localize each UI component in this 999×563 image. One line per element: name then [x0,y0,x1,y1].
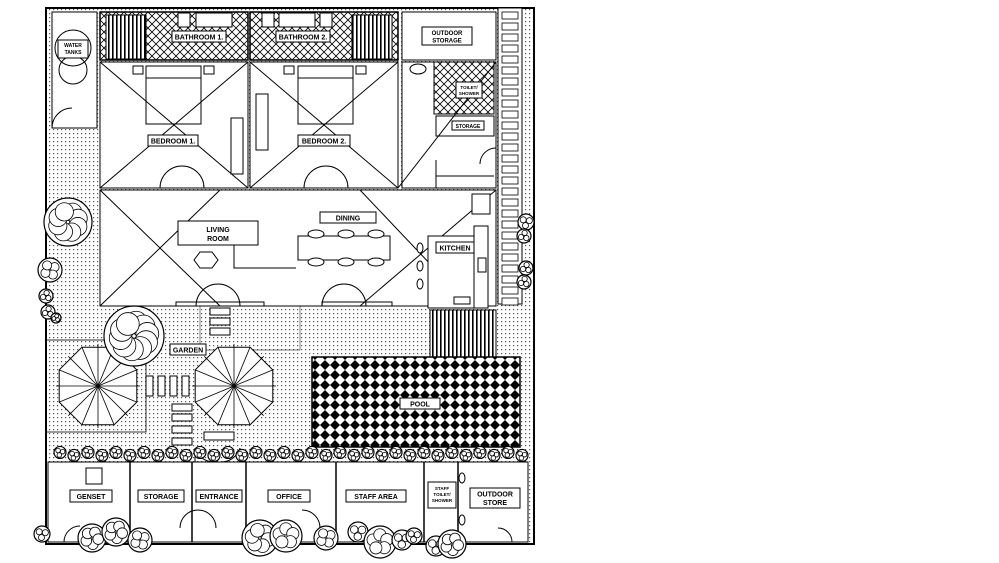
label-outdoor-store: OUTDOOR STORE [469,487,521,509]
staff-toilet-line1: STAFF [435,486,449,491]
label-storage-lower: STORAGE [137,489,185,503]
outdoor-store-line2: STORE [483,500,507,507]
label-toilet-shower: TOILET/ SHOWER [455,81,483,99]
storage-lower-label: STORAGE [144,494,179,501]
garden-shrubs [33,197,535,559]
garden-label: GARDEN [173,348,203,355]
staff-toilet-line2: TOILET/ [433,492,451,497]
storage-upper-label: STORAGE [456,124,481,130]
label-outdoor-storage: OUTDOOR STORAGE [421,26,473,46]
pool-deck [429,309,497,361]
living-room-line1: LIVING [206,227,230,234]
bathroom-1-label: BATHROOM 1. [175,35,224,42]
staff-area-label: STAFF AREA [354,494,398,501]
garden-umbrella-right [192,344,276,428]
room-labels: WATER TANKS BATHROOM 1. BATHROOM 2. OUTD… [57,26,521,509]
bathroom-2-label: BATHROOM 2. [279,35,328,42]
label-storage-upper: STORAGE [451,120,485,131]
dining-label: DINING [336,216,361,223]
label-bathroom-1: BATHROOM 1. [171,30,227,43]
living-room-line2: ROOM [207,236,229,243]
label-kitchen: KITCHEN [435,241,475,254]
bedroom-1 [99,61,249,189]
bedroom-2 [249,61,399,189]
water-tanks-line1: WATER [64,43,82,49]
label-staff-toilet-shower: STAFF TOILET/ SHOWER [427,481,457,509]
water-tanks-area [51,11,98,129]
stepping-stones [145,307,235,446]
label-staff-area: STAFF AREA [345,489,407,503]
label-bedroom-1: BEDROOM 1. [147,134,199,147]
bathroom-2 [249,11,399,61]
toilet-shower-line2: SHOWER [459,91,480,96]
label-bathroom-2: BATHROOM 2. [275,30,331,43]
label-living-room: LIVING ROOM [206,227,230,243]
label-genset: GENSET [69,489,113,503]
label-office: OFFICE [267,489,311,503]
label-pool: POOL [399,397,441,410]
label-bedroom-2: BEDROOM 2. [297,134,351,147]
genset-label: GENSET [77,494,107,501]
bedroom-1-label: BEDROOM 1. [151,139,195,146]
label-dining: DINING [319,211,377,224]
office-label: OFFICE [276,494,302,501]
east-boundary-wall [497,7,523,306]
pool-label: POOL [410,402,431,409]
bedroom-2-label: BEDROOM 2. [302,139,346,146]
staff-toilet-line3: SHOWER [432,498,453,503]
kitchen-label: KITCHEN [439,246,470,253]
outdoor-storage-line2: STORAGE [432,39,462,45]
label-garden: GARDEN [169,343,207,356]
outdoor-storage-line1: OUTDOOR [432,31,463,37]
toilet-shower-line1: TOILET/ [460,85,478,90]
water-tanks-line2: TANKS [65,50,83,56]
label-water-tanks: WATER TANKS [57,39,89,59]
label-entrance: ENTRANCE [195,489,243,503]
entrance-label: ENTRANCE [200,494,239,501]
outdoor-store-line1: OUTDOOR [477,492,513,499]
